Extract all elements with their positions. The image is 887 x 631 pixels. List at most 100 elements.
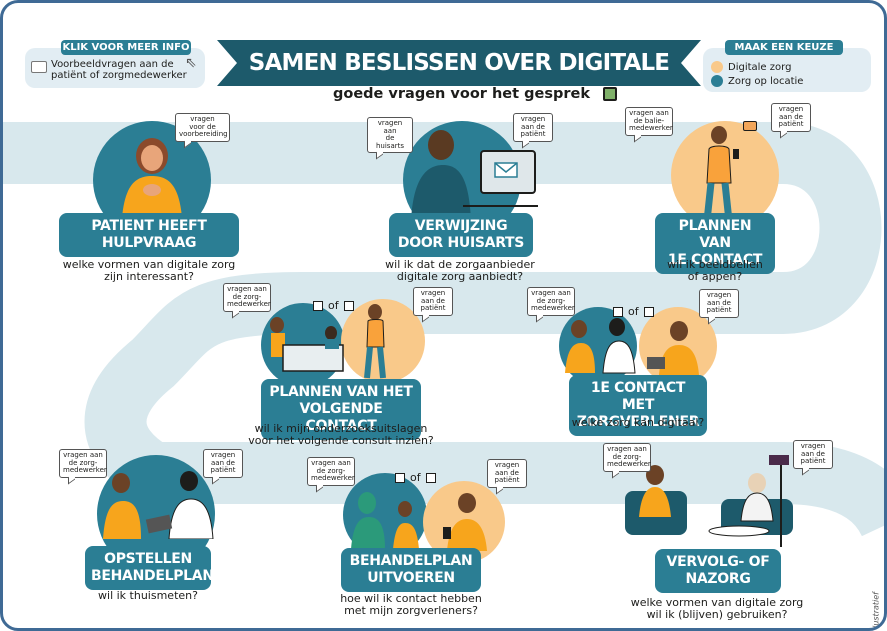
legend-location-label: Zorg op locatie xyxy=(728,75,804,87)
or-text: of xyxy=(328,299,339,312)
bubble-zorgmedewerker-step7[interactable]: vragen aan de zorg- medewerker xyxy=(307,457,355,486)
path-top-band xyxy=(3,122,884,537)
step2-label-line-1: VERWIJZING xyxy=(414,218,508,234)
bubble-text: de zorg- xyxy=(232,292,262,301)
bubble-patient-step5[interactable]: vragen aan de patiënt xyxy=(699,289,739,318)
step6-label-line-1: OPSTELLEN xyxy=(104,551,192,567)
bubble-text: aan de xyxy=(211,458,235,467)
checkbox-location[interactable] xyxy=(313,300,323,311)
step4-choice[interactable]: of xyxy=(313,299,354,312)
bubble-text: medewerker xyxy=(629,124,673,132)
choice-tag: MAAK EEN KEUZE xyxy=(725,40,843,55)
step8-label-line-2: NAZORG xyxy=(685,571,751,587)
step4-question: wil ik mijn onderzoeksuitslagen voor het… xyxy=(233,423,449,447)
bubble-patient-step7[interactable]: vragen aan de patiënt xyxy=(487,459,527,488)
bubble-text: de zorg- xyxy=(316,466,346,475)
bubble-patient-step2[interactable]: vragen aan de patiënt xyxy=(513,113,553,142)
bubble-text: patiënt xyxy=(494,476,520,484)
step7-label-line-1: BEHANDELPLAN xyxy=(349,553,473,569)
bubble-text: patiënt xyxy=(420,304,446,312)
bubble-text: de zorg- xyxy=(612,452,642,461)
person-with-phone-icon xyxy=(443,493,487,551)
bubble-text: vragen xyxy=(210,451,236,459)
bubble-text: aan de xyxy=(521,122,545,131)
bubble-text: vragen aan xyxy=(227,285,267,293)
step7-question: hoe wil ik contact hebben met mijn zorgv… xyxy=(331,593,491,617)
bubble-text: de balie- xyxy=(633,116,665,125)
legend-location-dot xyxy=(711,75,723,87)
bubble-text: aan de xyxy=(495,468,519,477)
step1-label-line-1: PATIENT HEEFT xyxy=(91,218,207,234)
bubble-patient-step4[interactable]: vragen aan de patiënt xyxy=(413,287,453,316)
step7-choice[interactable]: of xyxy=(395,471,436,484)
bubble-text: vragen aan xyxy=(629,109,669,117)
step1-question: welke vormen van digitale zorg zijn inte… xyxy=(51,259,247,283)
step4-question-line-1: wil ik mijn onderzoeksuitslagen xyxy=(254,422,428,435)
bubble-text: medewerker xyxy=(227,300,271,308)
step8-label[interactable]: VERVOLG- OF NAZORG xyxy=(655,549,781,593)
info-text-line-2: patiënt of zorgmedewerker xyxy=(51,70,187,81)
bubble-zorgmedewerker-step8[interactable]: vragen aan de zorg- medewerker xyxy=(603,443,651,472)
bubble-text: de huisarts xyxy=(375,134,405,150)
step2-label-line-2: DOOR HUISARTS xyxy=(397,235,525,251)
bubble-text: vragen aan xyxy=(607,445,647,453)
bubble-huisarts[interactable]: vragen aan de huisarts xyxy=(367,117,413,153)
bubble-text: patiënt xyxy=(520,130,546,138)
step3-question-line-1: wil ik beeldbellen xyxy=(667,258,763,271)
step4-label-line-2: VOLGENDE CONTACT xyxy=(299,401,383,434)
checkbox-digital[interactable] xyxy=(343,300,354,311)
bubble-zorgmedewerker-step5[interactable]: vragen aan de zorg- medewerker xyxy=(527,287,575,316)
cursor-icon: ⇖ xyxy=(185,55,197,71)
step3-label-line-1: PLANNEN VAN xyxy=(678,218,752,251)
step6-label[interactable]: OPSTELLEN BEHANDELPLAN xyxy=(85,546,214,590)
step1-label[interactable]: PATIENT HEEFT HULPVRAAG xyxy=(59,213,239,257)
info-tag[interactable]: KLIK VOOR MEER INFO xyxy=(61,40,191,55)
or-text: of xyxy=(628,305,639,318)
step5-label[interactable]: 1E CONTACT MET ZORGVERLENER xyxy=(569,375,707,436)
step3-label-line-2: 1E CONTACT xyxy=(667,252,763,268)
bubble-text: patiënt xyxy=(778,120,804,128)
bubble-zorgmedewerker-step4[interactable]: vragen aan de zorg- medewerker xyxy=(223,283,271,312)
bubble-patient-step3[interactable]: vragen aan de patiënt xyxy=(771,103,811,132)
info-text-line-1: Voorbeeldvragen aan de xyxy=(51,59,174,70)
bubble-text: patiënt xyxy=(706,306,732,314)
checkbox-location[interactable] xyxy=(613,306,623,317)
step5-question: welke zorg kan digitaal? xyxy=(553,417,723,429)
step1-question-line-2: zijn interessant? xyxy=(104,270,194,283)
bubble-text: de zorg- xyxy=(536,296,566,305)
bubble-text: medewerker xyxy=(607,460,651,468)
checkbox-digital[interactable] xyxy=(643,306,654,317)
step5-label-line-1: 1E CONTACT MET xyxy=(590,380,686,413)
bubble-text: voor de xyxy=(189,122,216,131)
bubble-patient-step6[interactable]: vragen aan de patiënt xyxy=(203,449,243,478)
bubble-balie[interactable]: vragen aan de balie- medewerker xyxy=(625,107,673,136)
bubble-text: vragen xyxy=(706,291,732,299)
step5-choice[interactable]: of xyxy=(613,305,654,318)
bubble-text: voorbereiding xyxy=(179,130,228,138)
step2-question: wil ik dat de zorgaanbieder digitale zor… xyxy=(365,259,555,283)
bubble-text: medewerker xyxy=(311,474,355,482)
step7-question-line-1: hoe wil ik contact hebben xyxy=(340,592,482,605)
bubble-zorgmedewerker-step6[interactable]: vragen aan de zorg- medewerker xyxy=(59,449,107,478)
two-people-talking-icon xyxy=(103,471,214,539)
step6-question: wil ik thuismeten? xyxy=(75,590,221,602)
page-subtitle: goede vragen voor het gesprek xyxy=(333,86,590,102)
step3-label[interactable]: PLANNEN VAN 1E CONTACT xyxy=(655,213,775,274)
step8-question-line-2: wil ik (blijven) gebruiken? xyxy=(646,608,788,621)
step4-label-line-1: PLANNEN VAN HET xyxy=(269,384,413,400)
bubble-patient-step8[interactable]: vragen aan de patiënt xyxy=(793,440,833,469)
legend-box xyxy=(703,48,871,92)
bubble-voorbereiding[interactable]: vragen voor de voorbereiding xyxy=(175,113,230,142)
step5-question-line-1: welke zorg kan digitaal? xyxy=(571,416,705,429)
step4-label[interactable]: PLANNEN VAN HET VOLGENDE CONTACT xyxy=(261,379,421,440)
bubble-text: vragen xyxy=(420,289,446,297)
bubble-text: medewerker xyxy=(531,304,575,312)
bubble-text: patiënt xyxy=(800,457,826,465)
step8-label-line-1: VERVOLG- OF xyxy=(666,554,770,570)
book-icon[interactable] xyxy=(603,87,617,101)
step7-label[interactable]: BEHANDELPLAN UITVOEREN xyxy=(341,548,481,592)
checkbox-digital[interactable] xyxy=(425,472,436,483)
checkbox-location[interactable] xyxy=(395,472,405,483)
step2-label[interactable]: VERWIJZING DOOR HUISARTS xyxy=(389,213,533,257)
